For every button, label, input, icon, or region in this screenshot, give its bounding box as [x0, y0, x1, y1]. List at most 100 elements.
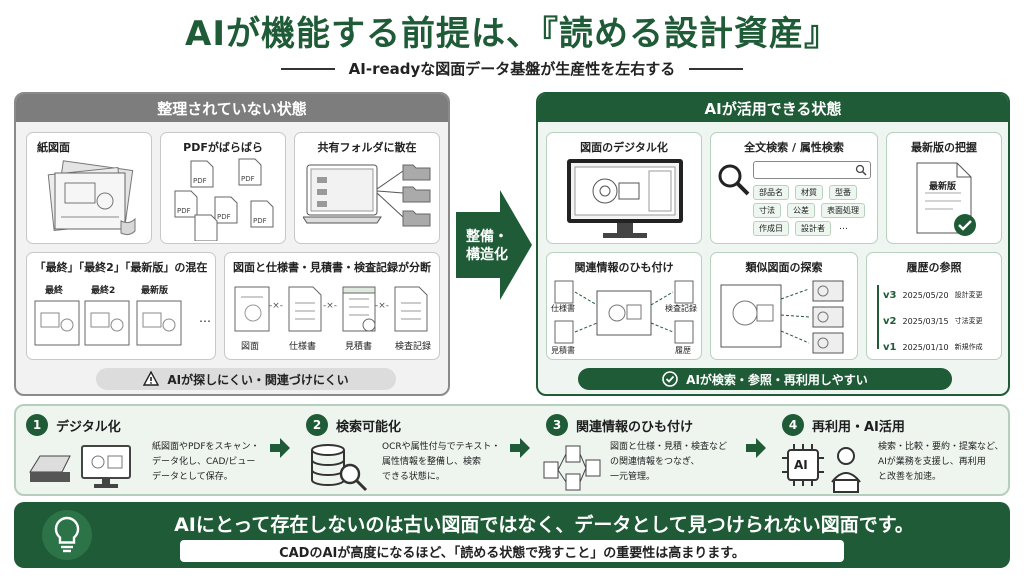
link-label: 検査記録 — [665, 304, 697, 313]
ai-ready-panel: AIが活用できる状態 図面のデジタル化 全文検索 / 属性検索 部品名 材質 型… — [536, 92, 1010, 396]
paper-stack-icon — [47, 160, 136, 236]
history-version: v1 — [883, 341, 897, 353]
linked-docs-icon — [554, 280, 694, 344]
step-number: 3 — [546, 414, 568, 436]
card-search-title: 全文検索 / 属性検索 — [744, 141, 844, 154]
card-similar-search: 類似図面の探索 — [710, 252, 858, 360]
card-shared-folder: 共有フォルダに散在 — [294, 132, 440, 244]
history-note: 寸法変更 — [954, 317, 983, 325]
step-description: OCRや属性付与でテキスト・属性情報を整備し、検索できる状態に。 — [382, 442, 501, 482]
step-title: 関連情報のひも付け — [576, 420, 694, 435]
ai-ready-summary-bar: AIが検索・参照・再利用しやすい — [578, 368, 952, 390]
step-number: 2 — [306, 414, 328, 436]
card-versions-title: 「最終」「最終2」「最新版」の混在 — [34, 261, 208, 274]
card-history-title: 履歴の参照 — [906, 261, 962, 274]
attribute-tag[interactable]: 寸法 — [753, 203, 781, 218]
attribute-tag[interactable]: 設計者 — [795, 221, 831, 236]
attribute-tag[interactable]: 型番 — [829, 185, 857, 200]
pdf-label: PDF — [253, 217, 267, 225]
separator-mark: -×- — [323, 301, 338, 311]
attribute-tag[interactable]: 部品名 — [753, 185, 789, 200]
laptop-folders-icon — [303, 164, 431, 227]
step-title: 再利用・AI活用 — [812, 420, 905, 435]
warning-icon — [143, 371, 160, 386]
card-digitization: 図面のデジタル化 — [546, 132, 702, 244]
pdf-label: PDF — [217, 213, 231, 221]
process-steps: 1 デジタル化 紙図面やPDFをスキャン・データ化し、CAD/ビューデータとして… — [14, 404, 1010, 496]
conclusion-banner: AIにとって存在しないのは古い図面ではなく、データとして見つけられない図面です。… — [14, 502, 1010, 568]
scanner-computer-icon — [29, 445, 131, 488]
version-drawings-icon — [34, 300, 182, 346]
pdf-label: PDF — [177, 207, 191, 215]
card-search: 全文検索 / 属性検索 部品名 材質 型番 寸法 公差 表面処理 作成日 設計者… — [710, 132, 878, 244]
step-number: 1 — [26, 414, 48, 436]
subtitle-rule-left — [280, 67, 335, 70]
pdf-files-icon — [174, 158, 274, 241]
version-label: 最終 — [45, 286, 64, 296]
doc-label: 仕様書 — [289, 342, 317, 352]
attribute-tag[interactable]: 表面処理 — [821, 203, 865, 218]
step-arrow-icon — [510, 438, 530, 458]
step-arrow-icon — [746, 438, 766, 458]
step-description: 紙図面やPDFをスキャン・データ化し、CAD/ビューデータとして保存。 — [152, 442, 260, 482]
ai-ready-heading: AIが活用できる状態 — [538, 94, 1008, 122]
history-note: 設計変更 — [954, 291, 983, 299]
history-row[interactable]: v3 2025/05/20 設計変更 — [883, 287, 983, 303]
card-similar-title: 類似図面の探索 — [745, 261, 823, 274]
attribute-tag[interactable]: 材質 — [795, 185, 823, 200]
card-paper-drawings: 紙図面 — [26, 132, 152, 244]
latest-document-icon — [916, 162, 976, 236]
lightbulb-icon — [42, 510, 92, 560]
link-label: 見積書 — [551, 346, 575, 355]
similar-parts-icon — [720, 280, 844, 354]
doc-label: 見積書 — [345, 342, 373, 352]
card-separated-title: 図面と仕様書・見積書・検査記録が分断 — [233, 261, 431, 274]
card-paper-title: 紙図面 — [37, 141, 70, 154]
attribute-tag[interactable]: 作成日 — [753, 221, 789, 236]
doc-label: 検査記録 — [395, 342, 432, 352]
history-date: 2025/03/15 — [902, 316, 949, 326]
card-digital-title: 図面のデジタル化 — [580, 141, 668, 154]
conclusion-sub: CADのAIが高度になるほど、「読める状態で残すこと」の重要性は高まります。 — [180, 540, 844, 562]
attribute-tag[interactable]: 公差 — [787, 203, 815, 218]
arrow-label-line: 構造化 — [466, 247, 508, 263]
subtitle-rule-right — [689, 67, 744, 70]
separated-docs-icon — [234, 286, 428, 332]
pdf-label: PDF — [193, 177, 207, 185]
search-icon — [855, 164, 867, 176]
latest-label: 最新版 — [929, 182, 957, 192]
magnifier-icon — [718, 164, 750, 196]
doc-label: 図面 — [241, 342, 260, 352]
unorganized-summary-text: AIが探しにくい・関連づけにくい — [167, 372, 349, 387]
page-title: AIが機能する前提は、『読める設計資産』 — [185, 14, 839, 54]
history-row[interactable]: v2 2025/03/15 寸法変更 — [883, 313, 983, 329]
link-label: 履歴 — [675, 346, 691, 355]
history-version: v2 — [883, 315, 897, 327]
step-description: 検索・比較・要約・提案など、AIが業務を支援し、再利用と改善を加速。 — [878, 442, 1004, 482]
pdf-label: PDF — [241, 175, 255, 183]
unorganized-summary-bar: AIが探しにくい・関連づけにくい — [96, 368, 396, 390]
ai-chip-label: AI — [794, 458, 808, 472]
check-circle-icon — [662, 371, 678, 387]
card-linking-title: 関連情報のひも付け — [574, 261, 674, 274]
card-pdf-title: PDFがばらばら — [183, 141, 263, 154]
link-label: 仕様書 — [551, 304, 575, 313]
card-separated-docs: 図面と仕様書・見積書・検査記録が分断 -×- -×- -×- 図面 仕様書 見積… — [224, 252, 440, 360]
separator-mark: -×- — [269, 301, 284, 311]
step-ai-reuse: 4 再利用・AI活用 AI 検索・比較・要約・提案など、AIが業務を支援し、再利… — [772, 406, 1008, 498]
history-date: 2025/01/10 — [902, 342, 949, 352]
search-input[interactable] — [753, 161, 871, 179]
version-label: 最終2 — [91, 286, 116, 296]
version-label: 最新版 — [141, 286, 169, 296]
more-ellipsis: … — [199, 311, 211, 325]
unorganized-heading: 整理されていない状態 — [16, 94, 448, 122]
history-row[interactable]: v1 2025/01/10 新規作成 — [883, 339, 983, 355]
transform-arrow-label: 整備・ 構造化 — [459, 228, 515, 264]
network-docs-icon — [543, 445, 601, 491]
card-latest-title: 最新版の把握 — [911, 141, 977, 154]
history-timeline — [877, 285, 879, 349]
card-shared-title: 共有フォルダに散在 — [317, 141, 417, 154]
step-digitize: 1 デジタル化 紙図面やPDFをスキャン・データ化し、CAD/ビューデータとして… — [16, 406, 266, 498]
conclusion-main: AIにとって存在しないのは古い図面ではなく、データとして見つけられない図面です。 — [174, 514, 914, 536]
page-subtitle: AI-readyな図面データ基盤が生産性を左右する — [348, 60, 676, 78]
